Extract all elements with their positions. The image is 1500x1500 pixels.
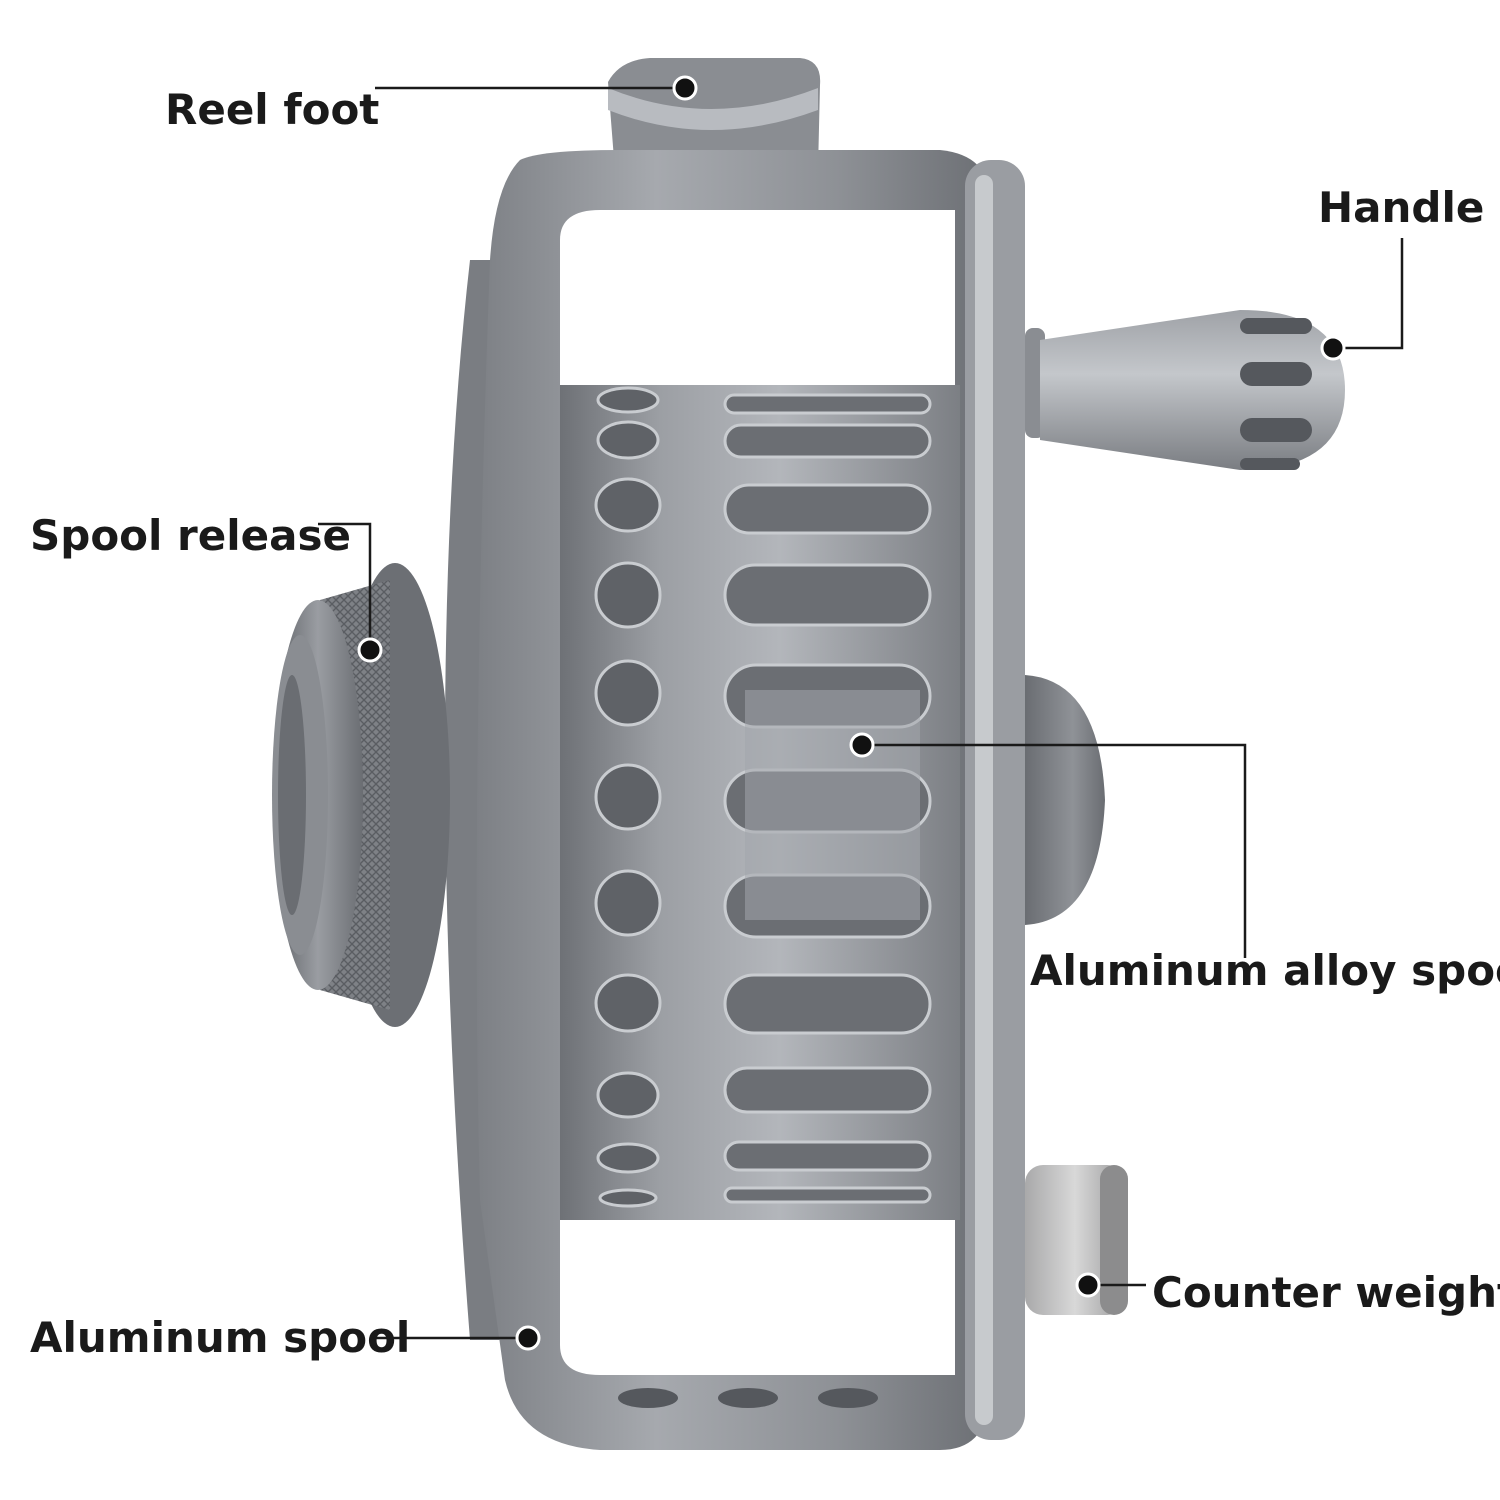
callout-counter-weight: Counter weight: [1075, 1268, 1500, 1317]
label-handle: Handle: [1318, 183, 1484, 232]
label-counter-weight: Counter weight: [1152, 1268, 1500, 1317]
label-reel-foot: Reel foot: [165, 85, 379, 134]
label-spool-release: Spool release: [30, 511, 351, 560]
handle-part: [1025, 310, 1345, 470]
reel-illustration: [272, 58, 1345, 1450]
label-aluminum-spool: Aluminum spool: [30, 1313, 410, 1362]
callout-aluminum-alloy-spool: Aluminum alloy spool: [849, 732, 1500, 995]
reel-frame-back: [445, 260, 505, 1340]
callout-handle: Handle: [1318, 183, 1484, 361]
drag-dome: [1025, 675, 1105, 925]
spool-body: [560, 385, 960, 1220]
frame-bottom-holes: [618, 1388, 878, 1408]
callout-aluminum-spool: Aluminum spool: [30, 1313, 541, 1362]
counter-weight-part: [1025, 1165, 1128, 1315]
callout-reel-foot: Reel foot: [165, 75, 698, 134]
spool-release-part: [272, 563, 450, 1027]
spool-round-ports: [594, 386, 662, 1208]
callout-spool-release: Spool release: [30, 511, 383, 663]
label-aluminum-alloy-spool: Aluminum alloy spool: [1030, 946, 1500, 995]
